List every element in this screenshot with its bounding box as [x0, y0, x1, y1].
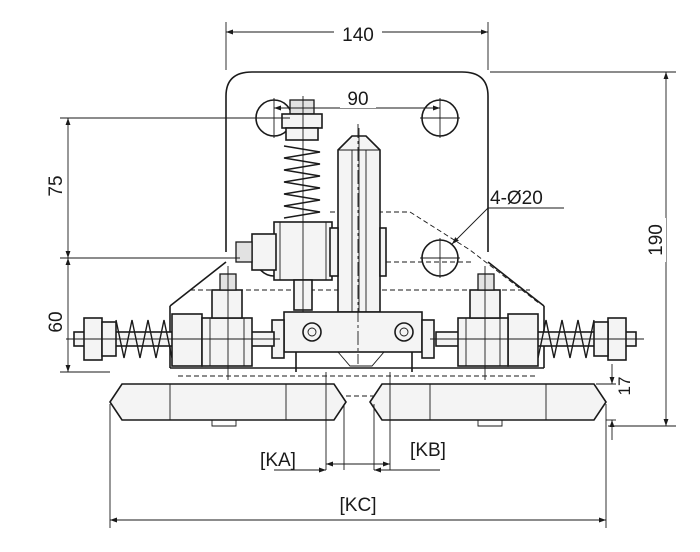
dimension-shoe-17: 17	[596, 364, 634, 440]
dim-17-label: 17	[615, 377, 634, 396]
kc-label: [KC]	[340, 495, 377, 516]
dimension-kc: [KC]	[109, 404, 607, 528]
dim-60-label: 60	[46, 311, 67, 332]
right-guide-shoe	[369, 383, 607, 427]
kb-label: [KB]	[410, 440, 446, 461]
dim-140-label: 140	[342, 25, 374, 46]
dimension-ka-kb: [KA] [KB]	[260, 372, 446, 473]
hole-spec-label: 4-Ø20	[490, 188, 543, 209]
dim-75-label: 75	[46, 175, 67, 196]
left-guide-shoe	[109, 383, 347, 427]
centre-pin	[337, 128, 381, 320]
dimension-hole-spacing-90: 90	[274, 86, 440, 111]
dimension-total-height-190: 190	[490, 71, 676, 427]
hole-callout: 4-Ø20	[451, 188, 564, 245]
right-spring-assembly	[430, 266, 644, 380]
vertical-spring-assembly	[235, 96, 387, 312]
left-spring-assembly	[66, 266, 280, 380]
dimension-left-vertical: 75 60	[44, 117, 290, 373]
centre-block	[271, 311, 435, 372]
dim-90-label: 90	[347, 89, 368, 110]
dimension-width-140: 140	[225, 20, 489, 70]
ka-label: [KA]	[260, 450, 296, 471]
dim-190-label: 190	[646, 224, 667, 256]
